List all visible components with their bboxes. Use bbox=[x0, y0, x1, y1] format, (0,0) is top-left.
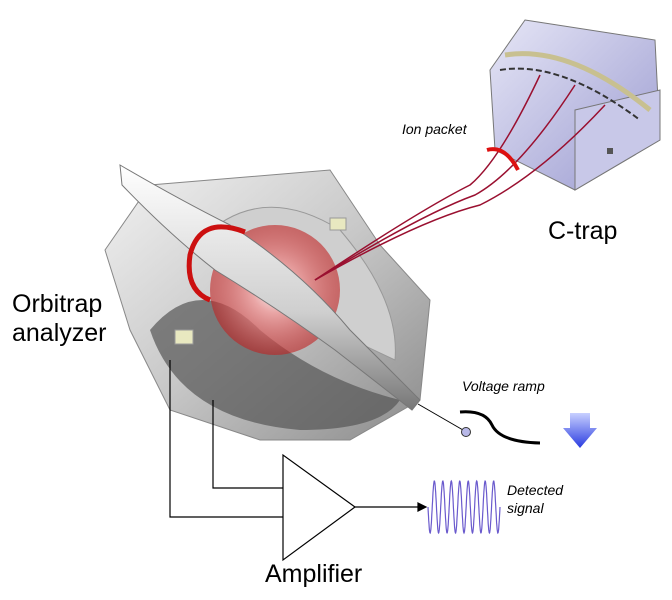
ion-trajectories bbox=[314, 74, 606, 281]
c-trap-label: C-trap bbox=[548, 217, 618, 245]
ion-packet-label: Ion packet bbox=[402, 121, 467, 137]
voltage-ramp-label: Voltage ramp bbox=[462, 378, 545, 394]
arrow-down-icon bbox=[563, 413, 597, 448]
detected-signal-label-line2: signal bbox=[507, 500, 544, 516]
voltage-ramp-graphic bbox=[417, 403, 597, 448]
detected-signal-wave bbox=[427, 479, 501, 535]
orbitrap-graphic bbox=[104, 164, 431, 441]
ion-ring bbox=[186, 224, 246, 303]
amplifier-graphic bbox=[169, 360, 428, 562]
amplifier-label: Amplifier bbox=[265, 560, 363, 588]
orbitrap-label-line1: Orbitrap bbox=[12, 290, 103, 318]
detected-signal-label-line1: Detected bbox=[507, 482, 564, 498]
orbitrap-label-line2: analyzer bbox=[12, 319, 107, 347]
